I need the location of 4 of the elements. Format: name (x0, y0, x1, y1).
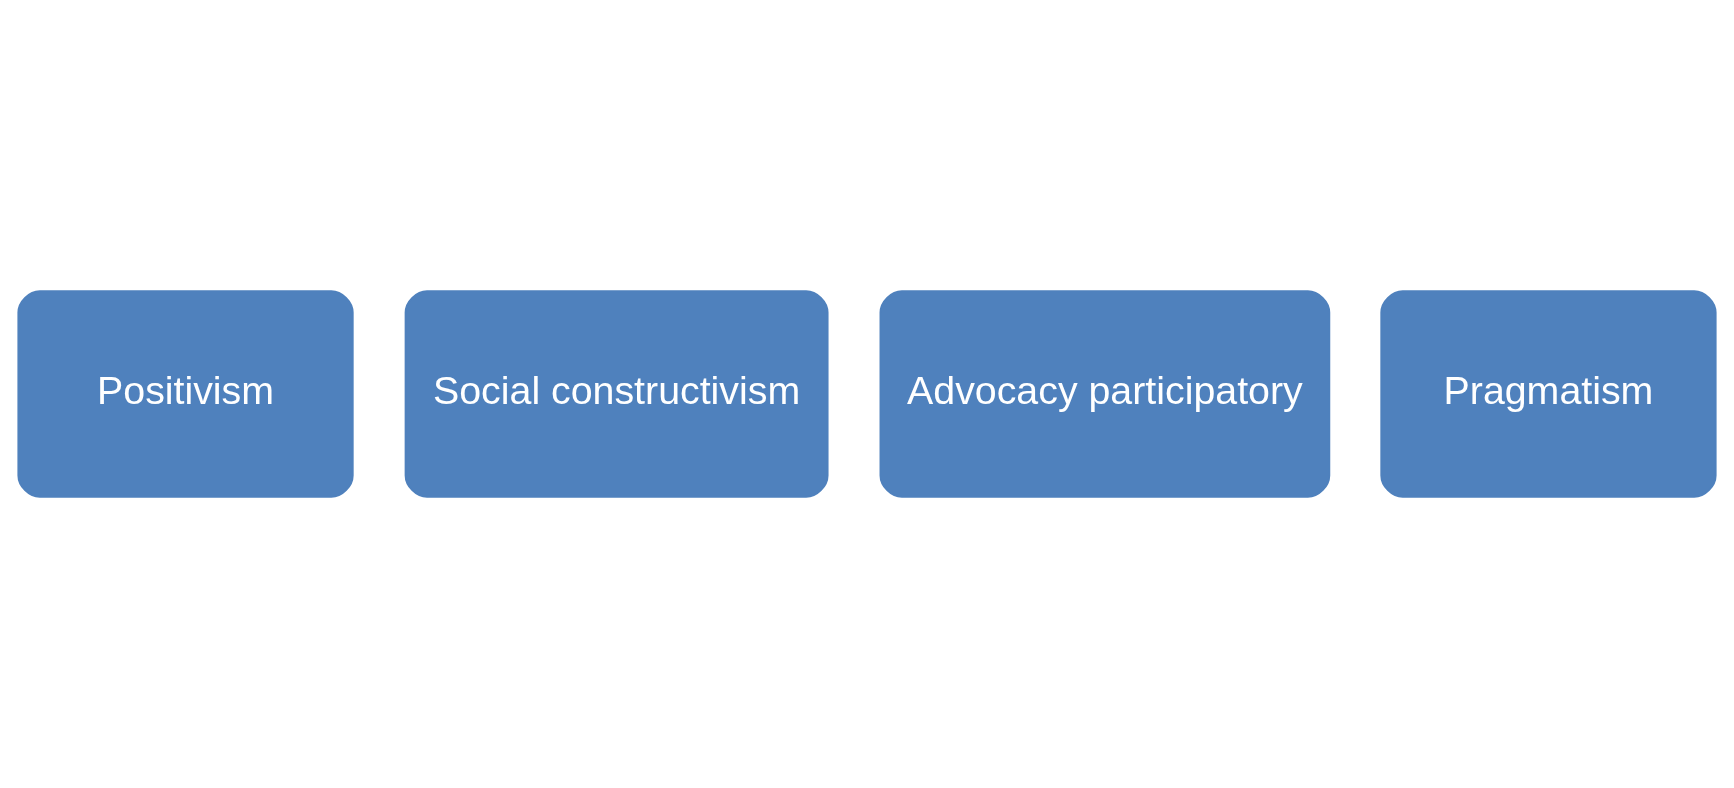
node-box: Pragmatism (1380, 290, 1717, 498)
node-box: Social constructivism (404, 290, 829, 498)
node-box: Positivism (17, 290, 354, 498)
node-box: Advocacy participatory (879, 290, 1331, 498)
